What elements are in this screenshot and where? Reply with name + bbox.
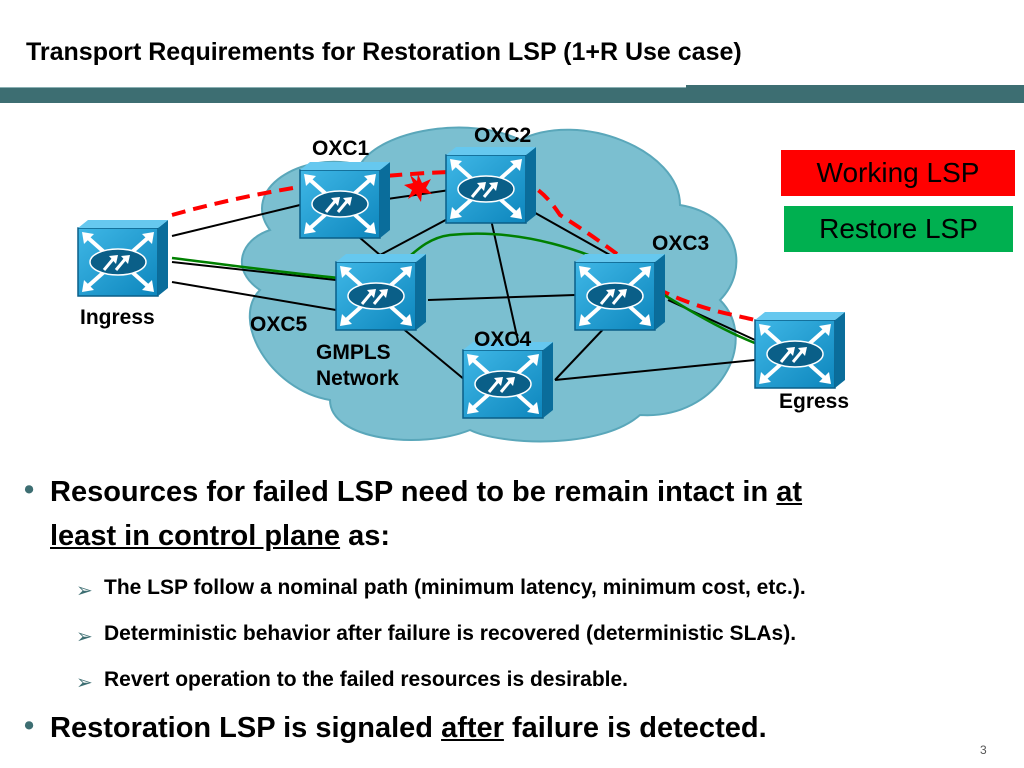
bullet-1-part2: as: bbox=[340, 520, 391, 552]
bullet-1-glyph: • bbox=[24, 474, 35, 506]
working-lsp-path bbox=[171, 169, 756, 322]
network-label-line2: Network bbox=[316, 367, 399, 390]
bullet-2-underline-after: after bbox=[441, 712, 504, 744]
oxc1-node-icon bbox=[298, 160, 392, 240]
sub-bullet-3-text: Revert operation to the failed resources… bbox=[104, 668, 629, 691]
oxc5-node-icon bbox=[334, 252, 428, 332]
bullet-1-underline-control-plane: least in control plane bbox=[50, 520, 341, 552]
oxc3-node-icon bbox=[573, 252, 667, 332]
header-bar bbox=[0, 88, 1024, 103]
sub-bullet-2-text: Deterministic behavior after failure is … bbox=[104, 622, 797, 645]
oxc2-label: OXC2 bbox=[474, 124, 532, 147]
ingress-label: Ingress bbox=[80, 306, 155, 329]
failure-burst-icon bbox=[404, 174, 432, 202]
sub-bullet-1-text: The LSP follow a nominal path (minimum l… bbox=[104, 576, 806, 599]
bullet-1-text: Resources for failed LSP need to be rema… bbox=[50, 470, 970, 558]
header-bar-notch bbox=[686, 85, 1024, 91]
restore-lsp-path bbox=[171, 232, 761, 347]
sub-bullet-2-arrow-icon: ➢ bbox=[76, 626, 93, 648]
legend-restore-lsp: Restore LSP bbox=[784, 206, 1013, 252]
bullet-1-underline-at: at bbox=[776, 476, 803, 508]
oxc5-label: OXC5 bbox=[250, 313, 308, 336]
egress-node-icon bbox=[753, 310, 847, 390]
bullet-1-part1: Resources for failed LSP need to be rema… bbox=[50, 476, 777, 508]
sub-bullet-3-arrow-icon: ➢ bbox=[76, 672, 93, 694]
oxc3-label: OXC3 bbox=[652, 232, 710, 255]
page-number: 3 bbox=[980, 743, 987, 757]
oxc1-label: OXC1 bbox=[312, 137, 370, 160]
legend-working-lsp: Working LSP bbox=[781, 150, 1015, 196]
oxc4-label: OXC4 bbox=[474, 328, 532, 351]
bullet-2-part1: Restoration LSP is signaled bbox=[50, 712, 442, 744]
oxc2-node-icon bbox=[444, 145, 538, 225]
sub-bullet-1-arrow-icon: ➢ bbox=[76, 580, 93, 602]
bullet-2-text: Restoration LSP is signaled after failur… bbox=[50, 706, 970, 750]
network-label-line1: GMPLS bbox=[316, 341, 391, 364]
slide-title: Transport Requirements for Restoration L… bbox=[26, 38, 742, 66]
oxc4-node-icon bbox=[461, 340, 555, 420]
bullet-2-glyph: • bbox=[24, 710, 35, 742]
ingress-node-icon bbox=[76, 218, 170, 298]
bullet-2-part2: failure is detected. bbox=[503, 712, 767, 744]
egress-label: Egress bbox=[779, 390, 850, 413]
